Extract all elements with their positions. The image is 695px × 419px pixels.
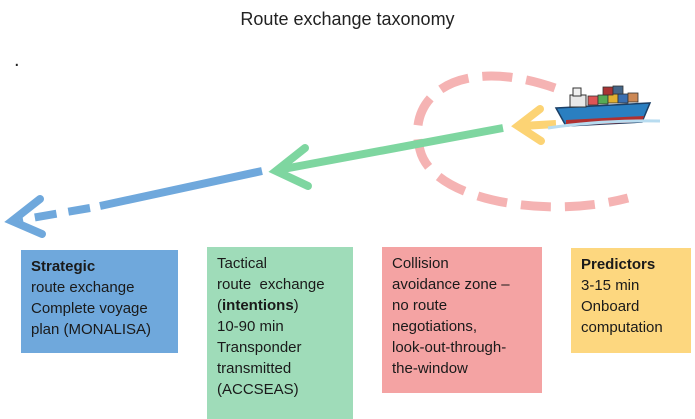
collision-zone-ellipse — [413, 71, 630, 212]
tactical-line: (ACCSEAS) — [217, 381, 299, 398]
tactical-line: transmitted — [217, 360, 292, 377]
stray-dot: . — [14, 49, 20, 71]
predictors-line: computation — [581, 319, 663, 336]
cargo-ship-icon — [547, 85, 661, 130]
predictors-line: 3-15 min — [581, 277, 640, 294]
strategic-line: Complete voyage — [31, 300, 148, 317]
tactical-line: 10-90 min — [217, 318, 284, 335]
diagram-title: Route exchange taxonomy — [240, 9, 455, 29]
predictors-line: Onboard — [581, 298, 640, 315]
collision-line: Collision — [392, 255, 449, 272]
predictor-arrow — [511, 105, 557, 145]
collision-line: look-out-through- — [392, 339, 507, 356]
tactical-heading: Tactical — [217, 255, 268, 272]
collision-line: avoidance zone – — [392, 276, 510, 293]
predictors-box: Predictors 3-15 min Onboard computation — [571, 248, 691, 353]
strategic-line: route exchange — [31, 279, 135, 296]
collision-line: negotiations, — [392, 318, 478, 335]
collision-line: no route — [392, 297, 448, 314]
tactical-line: Transponder — [217, 339, 302, 356]
predictors-heading: Predictors — [581, 256, 656, 273]
tactical-line: route exchange — [217, 276, 325, 293]
collision-line: the-window — [392, 360, 468, 377]
tactical-paren-open: ( — [217, 297, 222, 314]
tactical-arrow — [268, 124, 504, 190]
strategic-line: plan (MONALISA) — [31, 321, 152, 338]
tactical-intentions-line: (intentions) — [217, 295, 345, 316]
strategic-arrow — [4, 167, 263, 238]
collision-box: Collision avoidance zone – no route nego… — [382, 247, 542, 393]
tactical-box: Tactical route exchange (intentions) 10-… — [207, 247, 353, 419]
tactical-paren-close: ) — [293, 297, 299, 314]
strategic-box: Strategic route exchange Complete voyage… — [21, 250, 178, 353]
tactical-intentions: intentions — [222, 297, 294, 314]
strategic-heading: Strategic — [31, 258, 96, 275]
